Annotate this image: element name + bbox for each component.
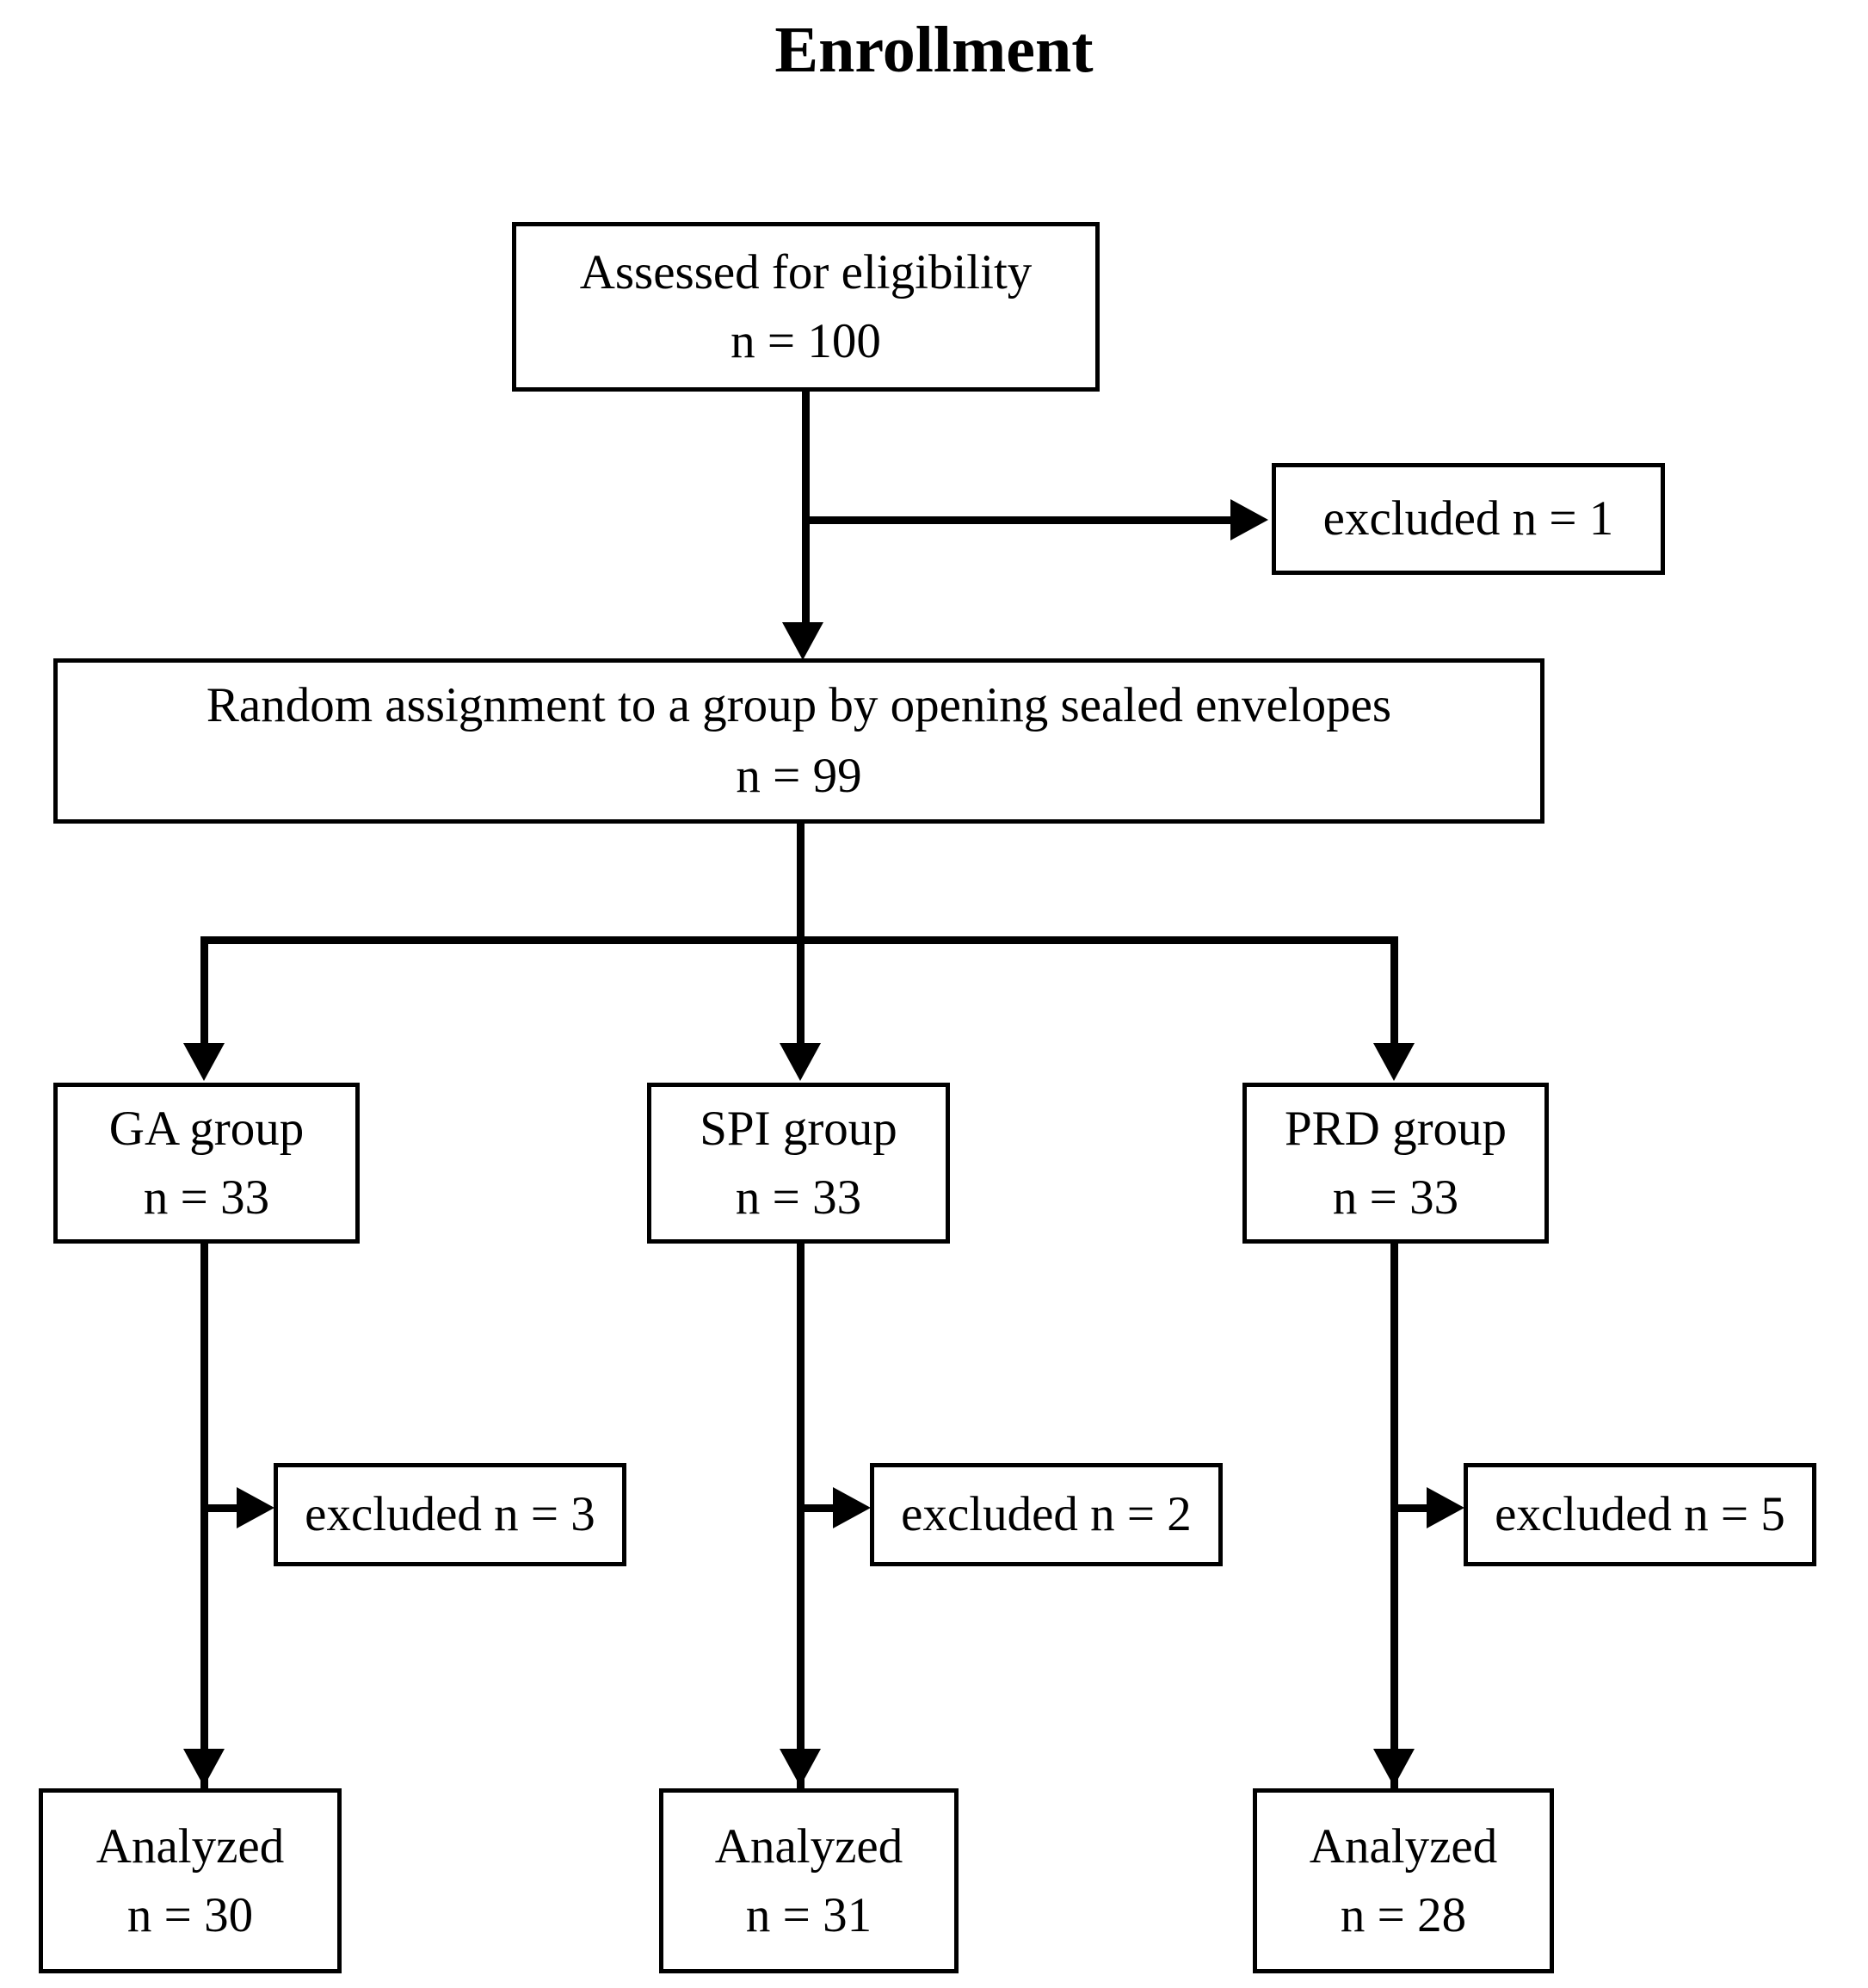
arrowhead-spi-to-excluded xyxy=(833,1487,871,1528)
analyzed-spi-label: Analyzed xyxy=(714,1818,903,1874)
connector-ga-to-analyzed xyxy=(200,1244,208,1794)
analyzed-spi-count: n = 31 xyxy=(745,1887,872,1942)
assessed-for-eligibility-box: Assessed for eligibility n = 100 xyxy=(512,222,1100,392)
connector-prd-to-analyzed xyxy=(1390,1244,1398,1794)
analyzed-prd-label: Analyzed xyxy=(1309,1818,1498,1874)
analyzed-spi-box: Analyzed n = 31 xyxy=(659,1788,959,1973)
arrowhead-ga-to-excluded xyxy=(237,1487,274,1528)
randomization-box: Random assignment to a group by opening … xyxy=(53,658,1544,824)
page-title: Enrollment xyxy=(774,14,1094,86)
arrowhead-ga-to-analyzed xyxy=(183,1749,225,1787)
excluded-spi-label: excluded n = 2 xyxy=(901,1487,1192,1541)
assessed-label: Assessed for eligibility xyxy=(579,244,1033,299)
connector-randomization-stem xyxy=(797,824,805,944)
arrowhead-prd-to-analyzed xyxy=(1373,1749,1415,1787)
analyzed-prd-count: n = 28 xyxy=(1340,1887,1467,1942)
excluded-ga-label: excluded n = 3 xyxy=(305,1487,595,1541)
arrowhead-prd-to-excluded xyxy=(1427,1487,1464,1528)
analyzed-ga-label: Analyzed xyxy=(96,1818,285,1874)
arrowhead-fork-to-ga xyxy=(183,1043,225,1081)
randomization-label: Random assignment to a group by opening … xyxy=(206,678,1392,732)
arrowhead-spi-to-analyzed xyxy=(780,1749,821,1787)
arrowhead-fork-to-prd xyxy=(1373,1043,1415,1081)
group-spi-label: SPI group xyxy=(700,1101,897,1156)
connector-spi-to-analyzed xyxy=(797,1244,805,1794)
excluded-pre-randomization-box: excluded n = 1 xyxy=(1272,463,1665,575)
excluded-spi-box: excluded n = 2 xyxy=(870,1463,1223,1566)
connector-prd-to-excluded xyxy=(1390,1504,1433,1512)
group-ga-label: GA group xyxy=(108,1101,305,1156)
group-prd-box: PRD group n = 33 xyxy=(1242,1083,1549,1244)
connector-spi-to-excluded xyxy=(797,1504,840,1512)
group-spi-count: n = 33 xyxy=(735,1170,862,1225)
connector-assessed-to-excluded xyxy=(802,516,1232,524)
analyzed-ga-box: Analyzed n = 30 xyxy=(39,1788,342,1973)
group-prd-count: n = 33 xyxy=(1332,1170,1459,1225)
arrowhead-assessed-to-excluded xyxy=(1230,499,1268,540)
arrowhead-assessed-to-randomization xyxy=(782,622,823,660)
group-ga-count: n = 33 xyxy=(143,1170,270,1225)
group-prd-label: PRD group xyxy=(1284,1101,1507,1156)
assessed-count: n = 100 xyxy=(731,313,881,368)
randomization-count: n = 99 xyxy=(736,749,862,803)
excluded-prd-label: excluded n = 5 xyxy=(1495,1487,1785,1541)
excluded-prd-box: excluded n = 5 xyxy=(1464,1463,1816,1566)
connector-fork-to-spi xyxy=(797,936,805,1048)
group-spi-box: SPI group n = 33 xyxy=(647,1083,950,1244)
connector-ga-to-excluded xyxy=(200,1504,244,1512)
analyzed-ga-count: n = 30 xyxy=(126,1887,254,1942)
group-ga-box: GA group n = 33 xyxy=(53,1083,360,1244)
excluded-pre-randomization-label: excluded n = 1 xyxy=(1322,491,1614,546)
analyzed-prd-box: Analyzed n = 28 xyxy=(1253,1788,1554,1973)
connector-assessed-to-randomization xyxy=(802,392,810,633)
arrowhead-fork-to-spi xyxy=(780,1043,821,1081)
excluded-ga-box: excluded n = 3 xyxy=(274,1463,626,1566)
connector-fork-to-ga xyxy=(200,936,208,1048)
connector-fork-to-prd xyxy=(1390,936,1398,1048)
